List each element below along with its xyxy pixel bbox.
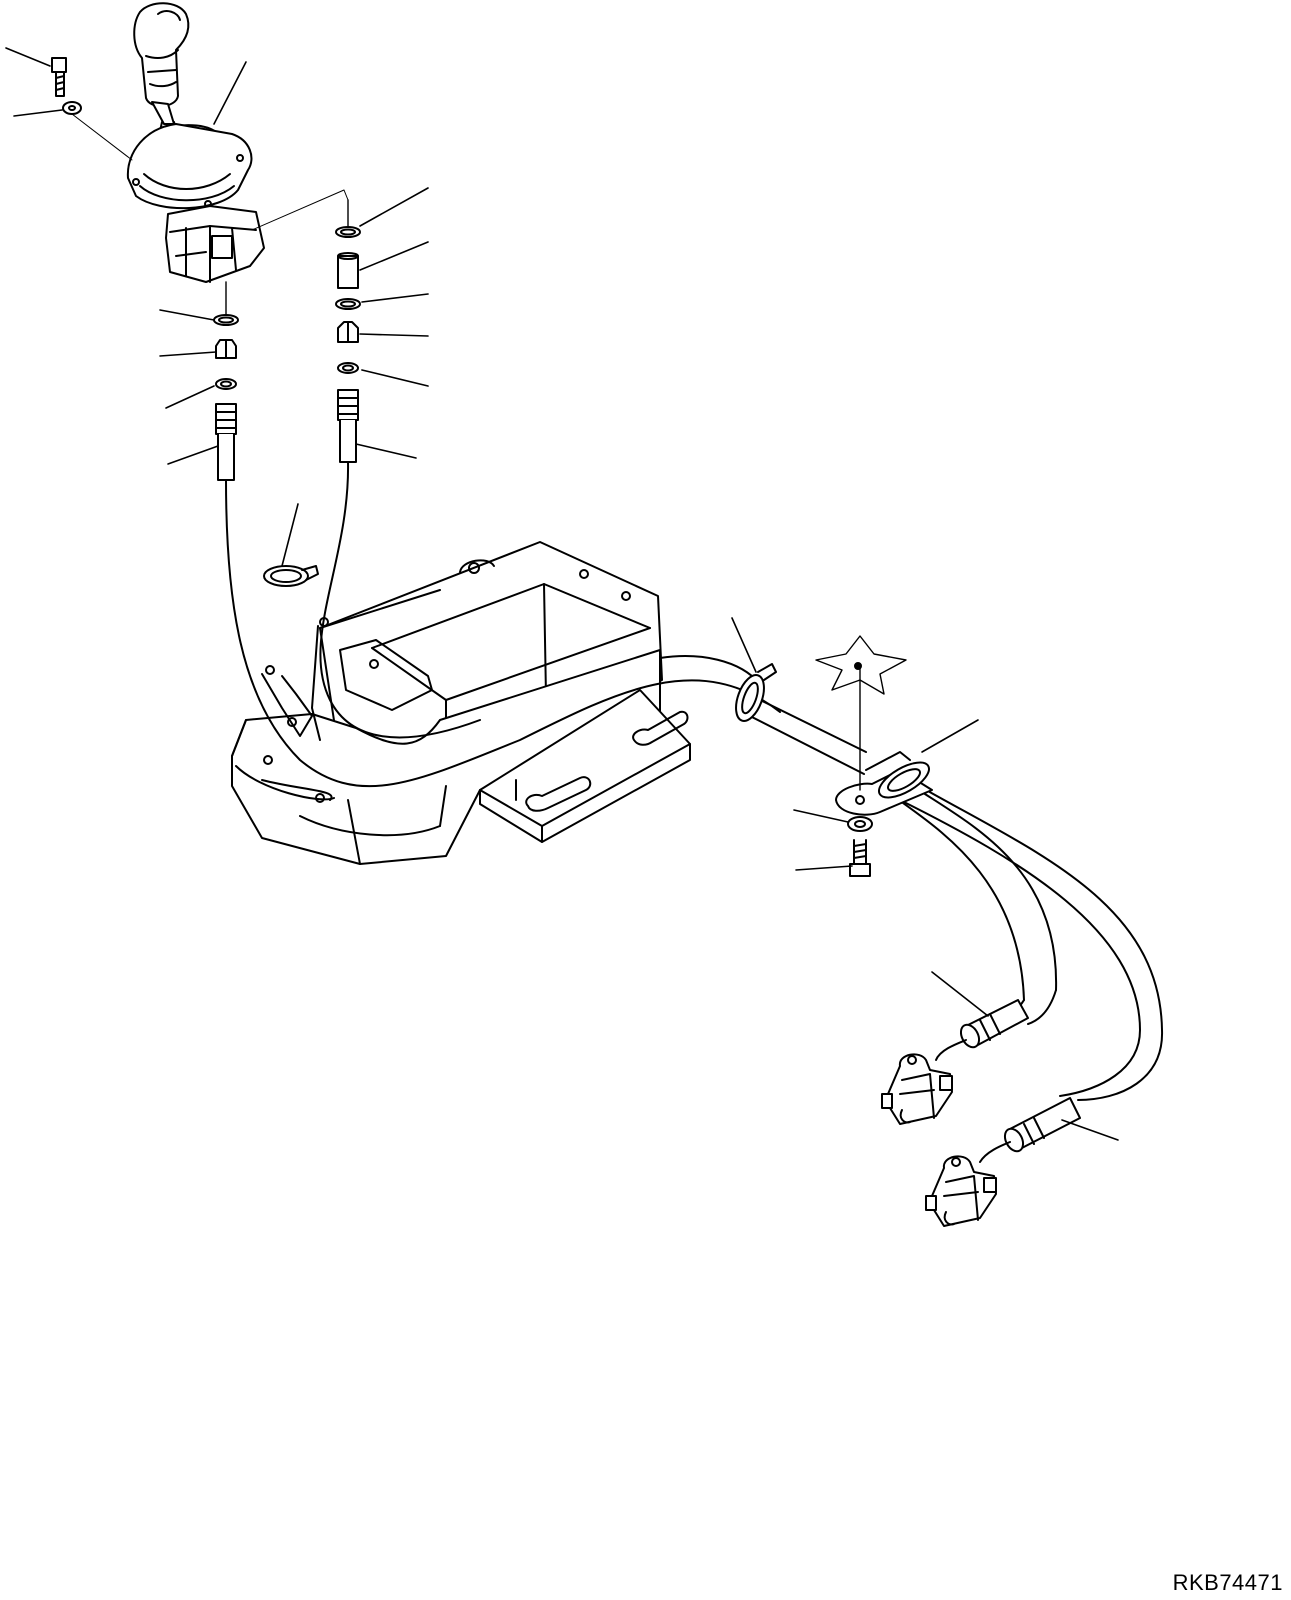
drawing-number: RKB74471	[1172, 1570, 1283, 1595]
upper-valve-connector	[959, 999, 1029, 1049]
cable-band	[735, 663, 777, 722]
lower-valve-connector	[1003, 1097, 1081, 1153]
upper-pilot-valve	[881, 1039, 967, 1125]
joystick-lever	[126, 2, 265, 283]
mounting-bolt	[51, 57, 67, 97]
right-fitting-stack	[335, 199, 361, 463]
left-fitting-stack	[213, 281, 239, 481]
cable-clamp-bracket	[835, 751, 933, 816]
star-symbol	[815, 635, 907, 791]
console-box	[231, 541, 691, 865]
bracket-bolt	[849, 839, 871, 877]
leader-lines	[5, 47, 1119, 1141]
hose-clamp	[263, 565, 319, 587]
lock-washer	[62, 101, 82, 115]
control-cables	[225, 461, 1164, 1101]
lower-pilot-valve	[925, 1141, 1011, 1227]
bracket-washer	[847, 816, 873, 832]
